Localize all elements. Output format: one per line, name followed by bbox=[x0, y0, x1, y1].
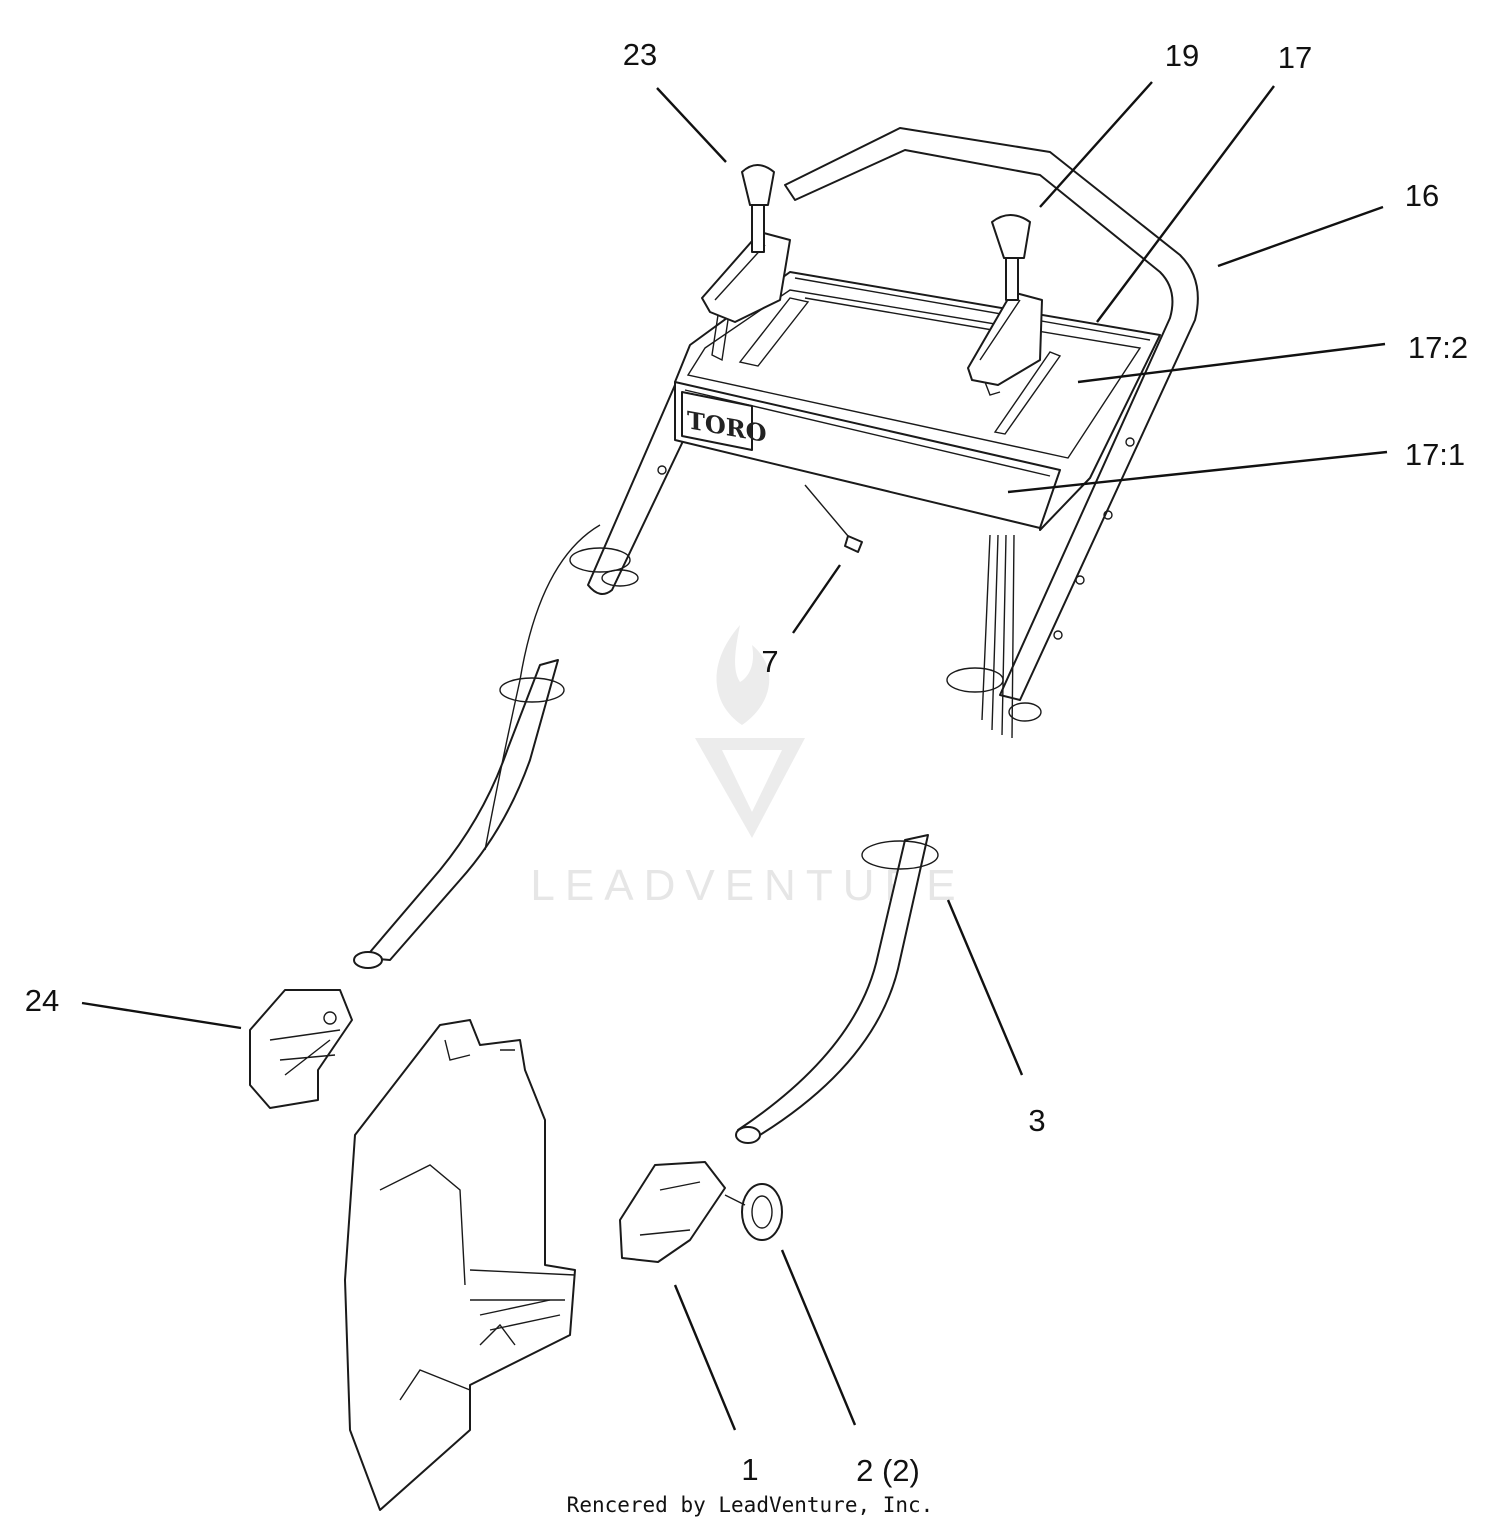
watermark-flame-icon bbox=[716, 625, 770, 725]
callout-1: 1 bbox=[741, 1452, 758, 1487]
control-lever-right bbox=[967, 214, 1043, 396]
rear-discharge-frame bbox=[344, 1019, 576, 1511]
handle-clip-right-upper bbox=[946, 667, 1004, 693]
leader-17 bbox=[1096, 85, 1275, 323]
control-cable bbox=[484, 524, 601, 851]
watermark-v-icon bbox=[695, 738, 805, 838]
callout-24: 24 bbox=[25, 983, 59, 1018]
callout-19: 19 bbox=[1165, 38, 1199, 73]
leader-3 bbox=[946, 899, 1024, 1076]
callout-17: 17 bbox=[1278, 40, 1312, 75]
upper-handle-loop bbox=[784, 127, 1199, 701]
lever-knob-left bbox=[741, 164, 775, 206]
control-panel-rail bbox=[794, 277, 1151, 341]
leader-7 bbox=[792, 564, 841, 634]
toro-logo-plate bbox=[681, 391, 753, 451]
callout-2: 2 (2) bbox=[856, 1453, 920, 1488]
leader-2 bbox=[780, 1249, 857, 1426]
front-decal bbox=[674, 381, 1061, 529]
upper-handle-right-tubes bbox=[981, 534, 1015, 739]
render-credit: Rencered by LeadVenture, Inc. bbox=[567, 1493, 934, 1517]
handle-bracket-right bbox=[619, 1161, 726, 1263]
callout-7: 7 bbox=[761, 644, 778, 679]
leader-16 bbox=[1217, 205, 1384, 268]
panel-slot-right bbox=[993, 351, 1062, 435]
upper-handle-assembly: TORO bbox=[569, 127, 1199, 739]
callout-23: 23 bbox=[623, 37, 657, 72]
callout-17-2: 17:2 bbox=[1408, 330, 1468, 365]
handle-bracket-left bbox=[249, 989, 353, 1109]
watermark: LEADVENTURE bbox=[530, 625, 965, 910]
handle-clip-right-lower bbox=[1008, 702, 1042, 722]
leader-lines bbox=[81, 81, 1388, 1431]
handle-knob bbox=[724, 1183, 783, 1241]
callout-17-1: 17:1 bbox=[1405, 437, 1465, 472]
callout-labels: 23 19 17 16 17:2 17:1 7 24 3 1 2 (2) bbox=[25, 37, 1468, 1488]
control-lever-left bbox=[701, 164, 791, 362]
leader-23 bbox=[656, 87, 727, 163]
watermark-text: LEADVENTURE bbox=[530, 861, 965, 910]
callout-3: 3 bbox=[1028, 1103, 1045, 1138]
leader-19 bbox=[1039, 81, 1153, 208]
screw bbox=[804, 484, 863, 553]
leader-24 bbox=[81, 1001, 242, 1030]
handle-clip-left-upper bbox=[569, 547, 631, 573]
leader-17-2 bbox=[1077, 342, 1386, 384]
leader-17-1 bbox=[1007, 450, 1388, 494]
leader-1 bbox=[673, 1284, 737, 1431]
handle-clip-left-lower bbox=[601, 569, 639, 587]
panel-slot-left bbox=[738, 297, 810, 367]
lever-knob-right bbox=[991, 214, 1031, 259]
lower-handle-right bbox=[735, 834, 939, 1144]
callout-16: 16 bbox=[1405, 178, 1439, 213]
lower-handle-left bbox=[353, 524, 601, 969]
